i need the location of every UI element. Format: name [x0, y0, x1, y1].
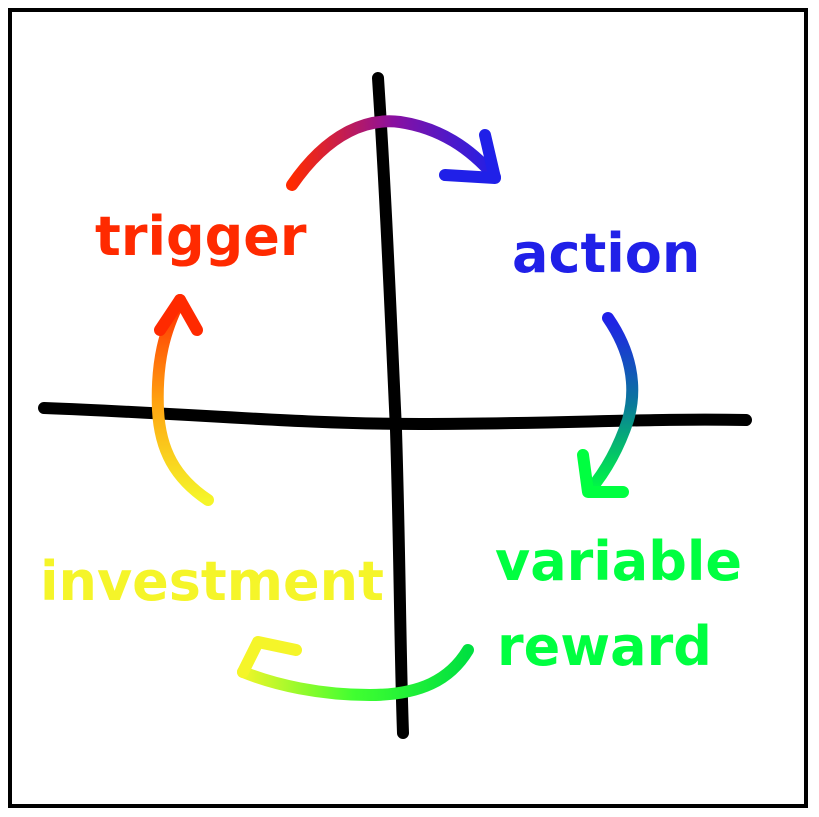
- arrow-action-to-reward: [577, 312, 639, 498]
- label-variable: variable: [495, 530, 742, 593]
- label-trigger: trigger: [95, 205, 307, 268]
- label-reward: reward: [497, 615, 712, 678]
- arrow-reward-to-investment: [237, 636, 474, 701]
- label-action: action: [512, 222, 700, 285]
- horizontal-axis: [38, 402, 752, 431]
- label-investment: investment: [40, 550, 384, 613]
- axes: [38, 72, 752, 739]
- arrow-trigger-to-action: [286, 115, 501, 191]
- arrow-investment-to-trigger: [151, 294, 214, 506]
